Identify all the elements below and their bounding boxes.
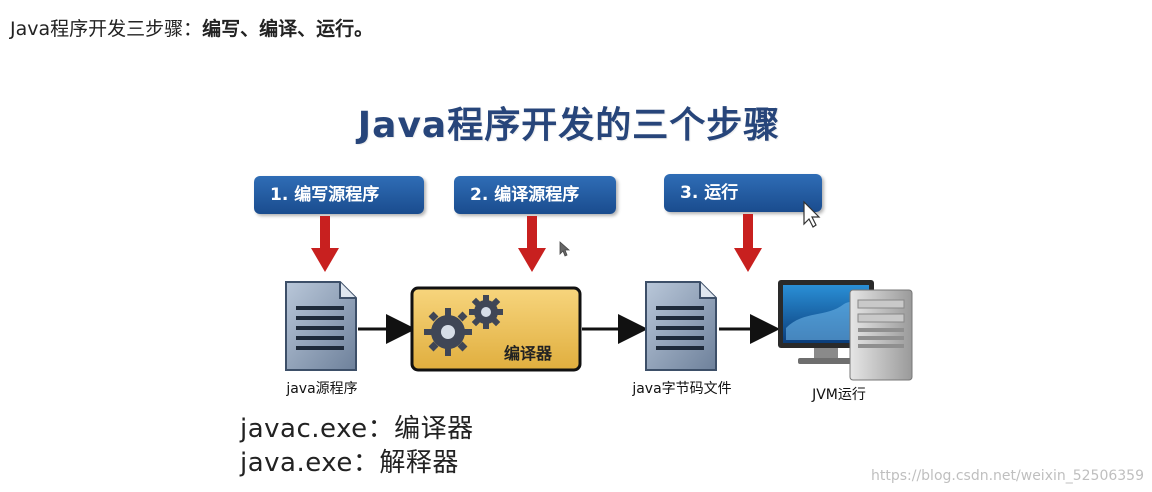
intro-text: Java程序开发三步骤：编写、编译、运行。	[10, 14, 373, 41]
figure-title: Java程序开发的三个步骤	[357, 105, 781, 146]
mouse-cursor-icon	[803, 200, 821, 228]
intro-prefix: Java程序开发三步骤：	[10, 18, 203, 40]
compiler-label: 编译器	[504, 344, 553, 363]
step-write-source: 1. 编写源程序	[254, 176, 424, 214]
compiler-box	[410, 286, 582, 372]
step-compile-source: 2. 编译源程序	[454, 176, 616, 214]
gear-icon	[424, 308, 472, 356]
red-arrow-run	[734, 214, 762, 272]
flow-graphics	[285, 200, 913, 381]
javac-line: javac.exe：编译器	[240, 414, 474, 444]
gear-small-icon	[469, 295, 503, 329]
jvm-label: JVM运行	[812, 387, 866, 403]
source-label: java源程序	[286, 381, 358, 397]
computer-icon	[778, 280, 913, 381]
red-arrow-write	[311, 216, 339, 272]
small-cursor-icon	[559, 241, 571, 257]
java-steps-figure: Java程序开发的三个步骤 1. 编写源程序 2. 编译源程序 3. 运行	[214, 84, 924, 478]
step-run: 3. 运行	[664, 174, 822, 212]
source-file-icon	[285, 281, 357, 371]
java-line: java.exe：解释器	[240, 448, 459, 478]
red-arrow-compile	[518, 216, 546, 272]
watermark: https://blog.csdn.net/weixin_52506359	[870, 468, 1144, 484]
bytecode-file-icon	[645, 281, 717, 371]
intro-steps: 编写、编译、运行。	[202, 18, 374, 40]
bytecode-label: java字节码文件	[632, 381, 732, 397]
